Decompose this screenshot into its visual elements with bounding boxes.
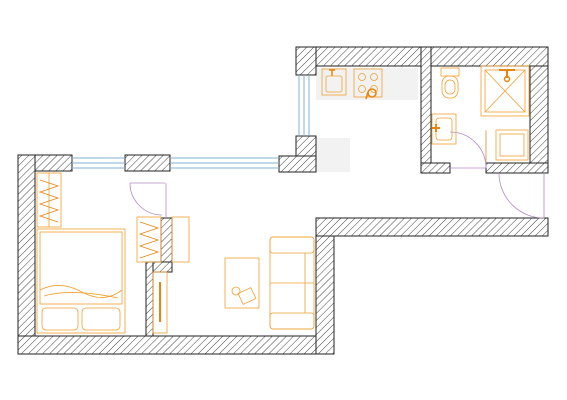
living-shelf [152,271,168,334]
shoe-cabinet [136,216,190,263]
counter-zones [316,68,418,172]
toilet [440,67,460,99]
wardrobe [36,172,62,228]
window-living [170,157,279,169]
wall-segment [160,217,173,269]
wall-segment [278,155,317,173]
wall-segment [315,217,549,237]
furniture [36,65,530,334]
wall-segment [124,154,171,172]
wall-segment [420,162,451,174]
sink [321,68,347,96]
window-bedroom [72,157,125,169]
window-kitchen [298,75,310,136]
coffee-table [224,257,260,309]
wall-segment [315,217,335,355]
door-bathroom [449,131,487,169]
washing-machine [485,129,529,162]
wall-segment [17,154,36,355]
wall-segment [17,335,335,355]
windows [72,75,310,169]
wall-segment [145,261,154,337]
walls [17,46,549,355]
washbasin [431,113,457,145]
shower [480,65,530,117]
door-bedroom [129,182,167,218]
wall-segment [485,162,549,174]
sofa [269,236,315,330]
hall-floor-zone [316,138,350,172]
door-entrance [498,172,545,219]
wall-segment [295,46,317,76]
pillows [41,307,79,331]
wall-segment [420,46,432,174]
cooktop [353,68,383,100]
double-bed [36,228,126,334]
